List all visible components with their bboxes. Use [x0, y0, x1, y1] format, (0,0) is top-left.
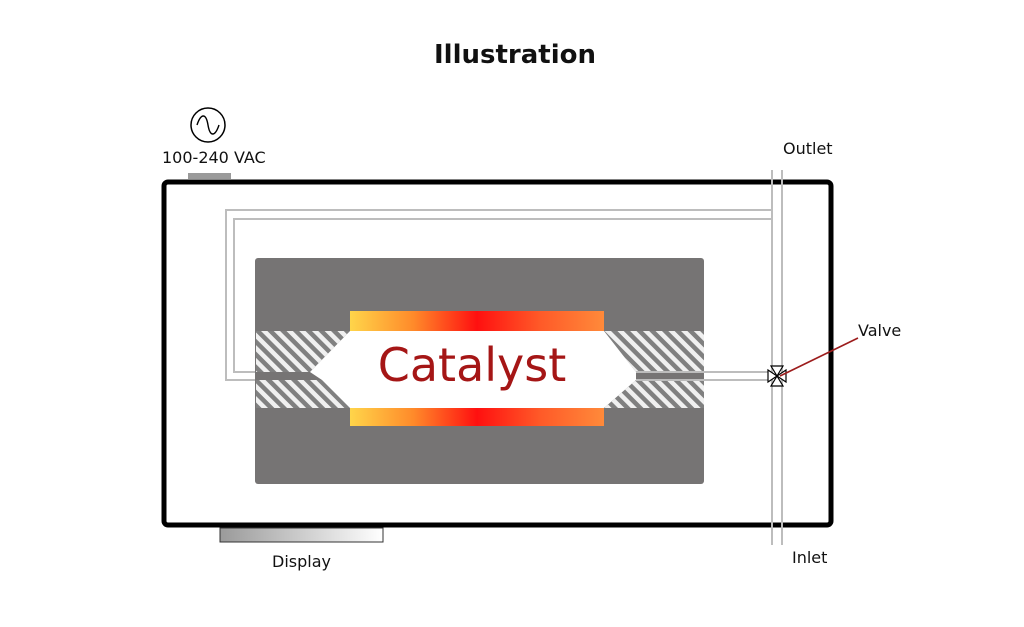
valve-label: Valve	[858, 321, 902, 340]
outlet-label: Outlet	[783, 139, 833, 158]
upper-heater	[350, 311, 604, 331]
valve-icon	[767, 365, 787, 387]
inlet-label: Inlet	[792, 548, 828, 567]
reactor-tube	[310, 331, 636, 408]
ac-power-icon	[190, 107, 226, 143]
display-panel	[219, 527, 384, 543]
valve-pointer-line	[779, 337, 859, 377]
power-label: 100-240 VAC	[162, 148, 266, 167]
display-label: Display	[272, 552, 331, 571]
diagram-title: Illustration	[434, 40, 596, 70]
lower-heater	[350, 408, 604, 426]
reactor-exit-line	[636, 371, 772, 381]
insulation-hatching	[256, 331, 704, 408]
catalyst-label: Catalyst	[377, 338, 567, 392]
vertical-gas-line	[771, 170, 783, 545]
power-connector	[188, 173, 231, 179]
